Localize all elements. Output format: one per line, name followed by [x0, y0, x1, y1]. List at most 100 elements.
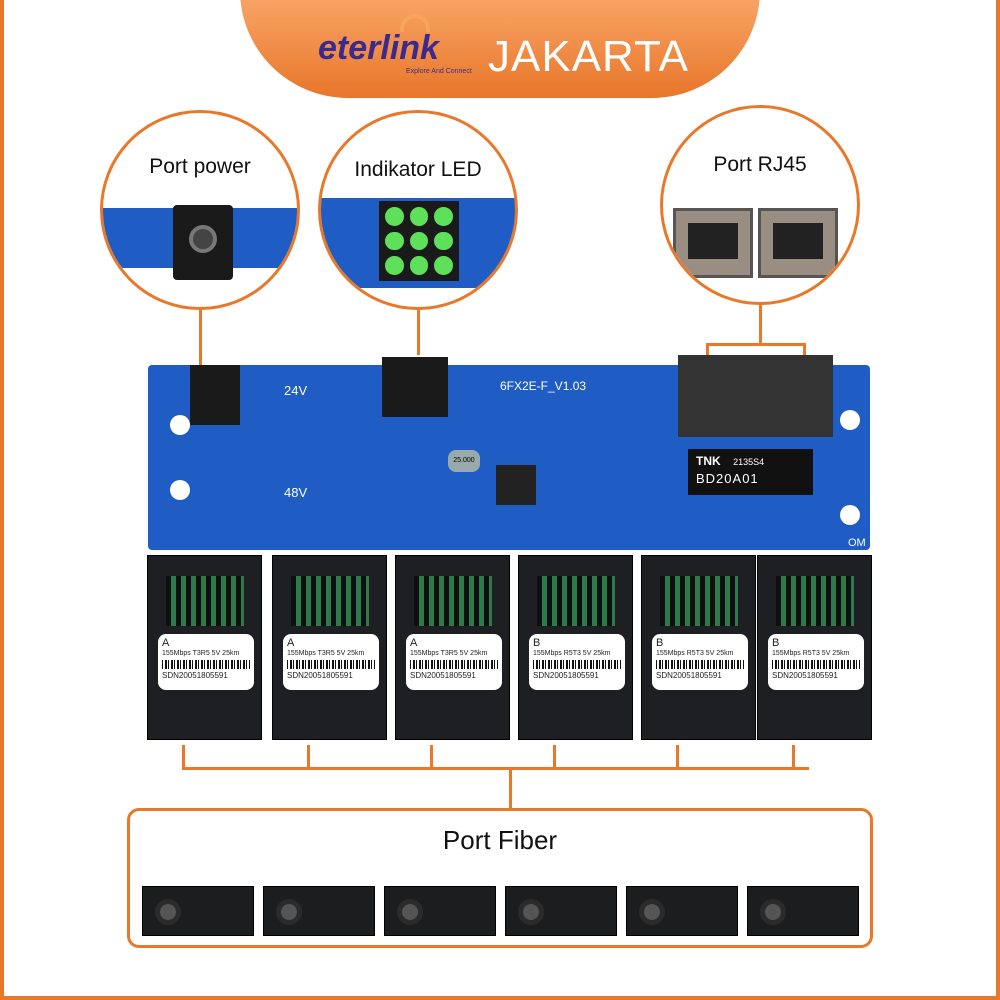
module-spec: 155Mbps T3R5 5V 25km: [162, 650, 240, 657]
module-vents: [291, 576, 369, 626]
connector-tick: [676, 745, 679, 769]
pcb-board: 24V 48V 6FX2E-F_V1.03 25.000 TNK 2135S4 …: [148, 355, 870, 550]
fiber-module: A 155Mbps T3R5 5V 25km SDN20051805591: [395, 555, 510, 740]
fiber-port-hole: [760, 899, 786, 925]
om-label: OM: [848, 537, 866, 549]
module-spec: 155Mbps T3R5 5V 25km: [410, 650, 488, 657]
module-spec: 155Mbps R5T3 5V 25km: [533, 650, 611, 657]
fiber-module: A 155Mbps T3R5 5V 25km SDN20051805591: [147, 555, 262, 740]
connector-line: [803, 343, 806, 358]
barcode: [533, 660, 621, 669]
fiber-port-panel: Port Fiber: [127, 808, 873, 948]
fiber-module: B 155Mbps R5T3 5V 25km SDN20051805591: [518, 555, 633, 740]
led-array: [379, 201, 459, 281]
power-port-label: Port power: [149, 155, 251, 178]
fiber-port-label: Port Fiber: [442, 825, 558, 855]
connector-line: [759, 305, 762, 345]
fiber-port-hole: [397, 899, 423, 925]
module-label: A 155Mbps T3R5 5V 25km SDN20051805591: [158, 634, 254, 690]
module-grade: A: [287, 637, 295, 649]
module-vents: [776, 576, 854, 626]
mount-hole: [170, 415, 190, 435]
connector-tick: [553, 745, 556, 769]
rj45-label: Port RJ45: [713, 153, 807, 176]
module-serial: SDN20051805591: [656, 671, 722, 680]
fiber-port: [626, 886, 738, 936]
module-serial: SDN20051805591: [162, 671, 228, 680]
module-grade: B: [656, 637, 664, 649]
main-chip: [496, 465, 536, 505]
barcode: [656, 660, 744, 669]
fiber-port: [142, 886, 254, 936]
module-vents: [166, 576, 244, 626]
mount-hole: [840, 505, 860, 525]
module-grade: B: [772, 637, 780, 649]
crystal: 25.000: [448, 450, 480, 472]
transformer-chip: TNK 2135S4 BD20A01: [688, 449, 813, 495]
power-port-callout: Port power: [100, 110, 300, 310]
barcode: [772, 660, 860, 669]
rj45-callout: Port RJ45: [660, 105, 860, 305]
connector-line: [706, 343, 806, 346]
module-spec: 155Mbps T3R5 5V 25km: [287, 650, 365, 657]
led-block: [382, 357, 448, 417]
fiber-port: [384, 886, 496, 936]
city-title: JAKARTA: [488, 32, 689, 81]
fiber-port: [505, 886, 617, 936]
led-callout: Indikator LED: [318, 110, 518, 310]
fiber-port-hole: [276, 899, 302, 925]
brand-name: eterlink: [318, 29, 439, 67]
module-grade: B: [533, 637, 541, 649]
fiber-port: [263, 886, 375, 936]
module-label: A 155Mbps T3R5 5V 25km SDN20051805591: [283, 634, 379, 690]
module-serial: SDN20051805591: [772, 671, 838, 680]
wifi-icon: [400, 14, 430, 32]
mount-hole: [840, 410, 860, 430]
module-label: B 155Mbps R5T3 5V 25km SDN20051805591: [652, 634, 748, 690]
connector-line: [509, 767, 512, 808]
dc-jack: [190, 365, 240, 425]
voltage-48v: 48V: [284, 485, 308, 500]
connector-tick: [307, 745, 310, 769]
fiber-port-hole: [639, 899, 665, 925]
fiber-port-hole: [155, 899, 181, 925]
barcode: [162, 660, 250, 669]
rj45-jack-1: [673, 208, 753, 278]
barcode: [287, 660, 375, 669]
barcode: [410, 660, 498, 669]
module-spec: 155Mbps R5T3 5V 25km: [772, 650, 850, 657]
connector-tick: [792, 745, 795, 769]
module-vents: [660, 576, 738, 626]
module-vents: [537, 576, 615, 626]
fiber-module: B 155Mbps R5T3 5V 25km SDN20051805591: [757, 555, 872, 740]
connector-line: [199, 310, 202, 365]
module-serial: SDN20051805591: [533, 671, 599, 680]
rj45-jack-2: [758, 208, 838, 278]
board-model: 6FX2E-F_V1.03: [500, 379, 587, 393]
brand-tagline: Explore And Connect: [406, 68, 472, 75]
chip-model: BD20A01: [696, 471, 759, 486]
module-spec: 155Mbps R5T3 5V 25km: [656, 650, 734, 657]
voltage-24v: 24V: [284, 383, 308, 398]
module-grade: A: [410, 637, 418, 649]
module-grade: A: [162, 637, 170, 649]
connector-line: [182, 767, 809, 770]
module-vents: [414, 576, 492, 626]
led-label: Indikator LED: [354, 158, 482, 181]
fiber-port-hole: [518, 899, 544, 925]
fiber-module: A 155Mbps T3R5 5V 25km SDN20051805591: [272, 555, 387, 740]
connector-tick: [430, 745, 433, 769]
module-label: B 155Mbps R5T3 5V 25km SDN20051805591: [768, 634, 864, 690]
module-serial: SDN20051805591: [287, 671, 353, 680]
fiber-port: [747, 886, 859, 936]
connector-tick: [182, 745, 185, 769]
mount-hole: [170, 480, 190, 500]
rj45-jacks: [678, 355, 833, 437]
dc-jack: [173, 205, 233, 280]
chip-code: 2135S4: [733, 457, 765, 467]
module-serial: SDN20051805591: [410, 671, 476, 680]
connector-line: [706, 343, 709, 358]
fiber-module: B 155Mbps R5T3 5V 25km SDN20051805591: [641, 555, 756, 740]
